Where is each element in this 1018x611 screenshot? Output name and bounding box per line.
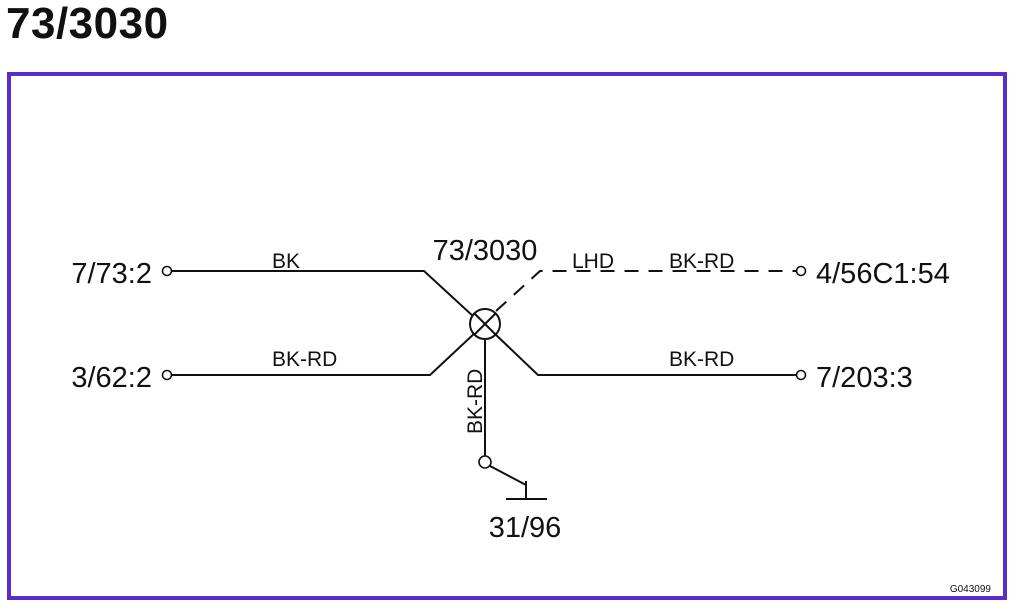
ground-switch-contact[interactable] [478,455,492,469]
terminal-label-ground: 31/96 [489,512,562,544]
wire-color-top-right: BK-RD [669,250,734,273]
terminal-connector-top-right[interactable] [795,265,807,277]
wire-bottom-left: 3/62:2 BK-RD [71,330,478,394]
terminal-label-bottom-right: 7/203:3 [816,362,913,394]
wire-top-left: 7/73:2 BK [71,250,475,318]
splice-node[interactable]: 73/3030 [433,235,538,340]
figure-code: G043099 [950,584,992,595]
wire-ground: BK-RD 31/96 [464,340,561,544]
wire-color-bottom-left: BK-RD [272,348,337,371]
diagram-frame [7,72,1007,600]
wire-variant-top-right: LHD [572,250,614,273]
splice-label: 73/3030 [433,235,538,267]
wire-color-bottom-right: BK-RD [669,348,734,371]
wire-bottom-right: 7/203:3 BK-RD [493,332,913,394]
splice-cross-b [473,312,497,336]
terminal-connector-top-left[interactable] [161,265,173,277]
terminal-connector-bottom-left[interactable] [161,369,173,381]
wire-top-right: 4/56C1:54 LHD BK-RD [495,250,950,312]
wire-color-ground: BK-RD [464,369,487,434]
terminal-connector-bottom-right[interactable] [795,369,807,381]
terminal-label-top-right: 4/56C1:54 [816,258,950,290]
ground-switch-blade [489,465,527,486]
terminal-label-bottom-left: 3/62:2 [71,362,152,394]
terminal-label-top-left: 7/73:2 [71,258,152,290]
wire-color-top-left: BK [272,250,300,273]
page-title: 73/3030 [6,0,169,48]
